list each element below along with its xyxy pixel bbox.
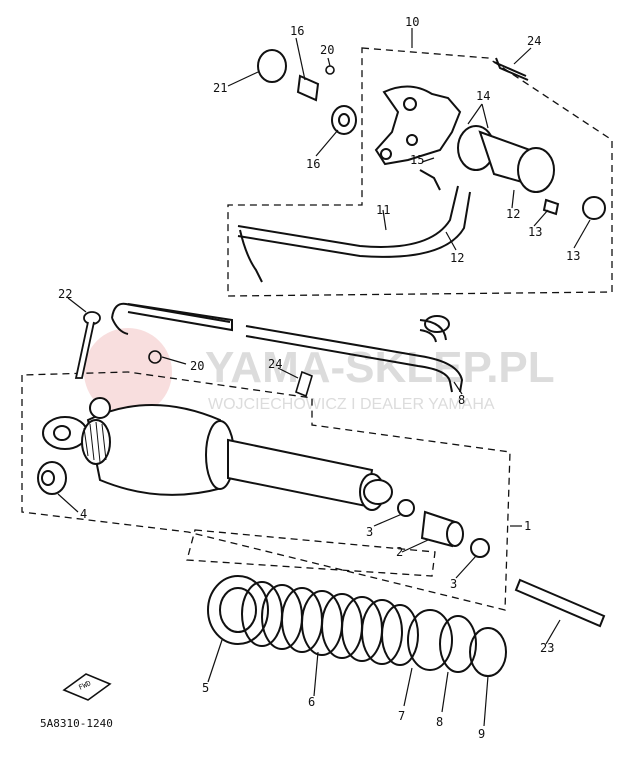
bracket-hole-2: [406, 134, 418, 146]
callout-5: 5: [202, 681, 209, 695]
hose-fitting: [424, 315, 450, 333]
callout-25: 24: [527, 34, 541, 48]
callout-3-left: 3: [366, 525, 373, 539]
fitting-19: [296, 74, 320, 102]
cable-12: [237, 191, 471, 258]
adjuster-bracket: [374, 85, 462, 166]
callout-17: 16: [306, 157, 320, 171]
spring-coils: [241, 581, 419, 666]
fwd-arrow-shape: [62, 673, 112, 701]
callout-14: 13: [566, 249, 580, 263]
knurl-lines: [83, 421, 107, 463]
callout-19: 16: [290, 24, 304, 38]
callout-24: 24: [268, 357, 282, 371]
bolt-25: [493, 57, 529, 81]
bracket-hole-3: [380, 148, 392, 160]
knob-14: [582, 196, 606, 220]
bolt-22: [74, 311, 101, 379]
o-ring-20-upper: [325, 65, 335, 75]
callout-20-lower: 20: [190, 359, 204, 373]
callout-4: 4: [80, 507, 87, 521]
callout-13: 12: [506, 207, 520, 221]
rod-23: [514, 578, 606, 628]
callout-11: 11: [376, 203, 390, 217]
callout-23: 23: [540, 641, 554, 655]
cable-fitting: [419, 169, 441, 191]
watermark: YAMA-SKLEP.PL WOJCIECHOWICZ I DEALER YAM…: [84, 328, 555, 416]
housing-13-end: [517, 147, 555, 193]
callout-8-hose: 8: [458, 393, 465, 407]
spring-assembly: [207, 575, 507, 677]
collar-group-outline: [186, 529, 436, 577]
knob-21: [257, 49, 287, 83]
remote-adjuster: [257, 49, 606, 220]
callout-21: 21: [213, 81, 227, 95]
top-mount-hole: [53, 425, 71, 441]
o-ring-20-lower: [148, 350, 162, 364]
callout-12: 12: [450, 251, 464, 265]
spring-seat-5-inner: [219, 587, 257, 633]
callout-15: 13: [528, 225, 542, 239]
shock-absorber: [37, 397, 385, 511]
adjuster-nut-8: [439, 615, 477, 673]
leader-lines: [57, 28, 591, 727]
callout-9: 9: [478, 727, 485, 741]
callout-20-upper: 20: [320, 43, 334, 57]
hose-8: [111, 302, 464, 393]
callout-1: 1: [524, 519, 531, 533]
cables: [237, 169, 471, 283]
callout-8-spring: 8: [436, 715, 443, 729]
collar-ring: [363, 479, 393, 505]
piston-tube: [227, 438, 374, 508]
spring-seat-5: [207, 575, 269, 645]
group-outlines: [21, 47, 613, 611]
callouts: 10 16 20 21 16 24 14 15 11 12 12 13 13 2…: [58, 15, 580, 741]
collar-2-end: [446, 521, 464, 547]
pin-24: [295, 370, 313, 398]
diagram-code: 5A8310-1240: [40, 717, 113, 730]
callout-6: 6: [308, 695, 315, 709]
cable-11: [237, 185, 459, 248]
watermark-subtitle: WOJCIECHOWICZ I DEALER YAMAHA: [208, 396, 495, 413]
group-10-outline: [227, 47, 613, 297]
group-1-outline: [21, 371, 511, 611]
fwd-arrow: FWD: [62, 673, 112, 701]
hose-port: [89, 397, 111, 419]
callout-7: 7: [398, 709, 405, 723]
callout-3-right: 3: [450, 577, 457, 591]
callout-22: 22: [58, 287, 72, 301]
collars: [363, 479, 490, 558]
callout-2: 2: [396, 545, 403, 559]
seal-17-hole: [338, 113, 350, 127]
cable-lead: [239, 229, 263, 283]
bushing-4-hole: [41, 470, 55, 486]
watermark-name: YAMA-SKLEP.PL: [205, 343, 555, 392]
collar-3a: [397, 499, 415, 517]
bracket-hole-1: [403, 97, 417, 111]
spring-guide-7: [407, 609, 453, 671]
collar-3b: [470, 538, 490, 558]
callout-16-mid: 15: [410, 153, 424, 167]
callout-10: 10: [405, 15, 419, 29]
callout-16-top: 14: [476, 89, 490, 103]
